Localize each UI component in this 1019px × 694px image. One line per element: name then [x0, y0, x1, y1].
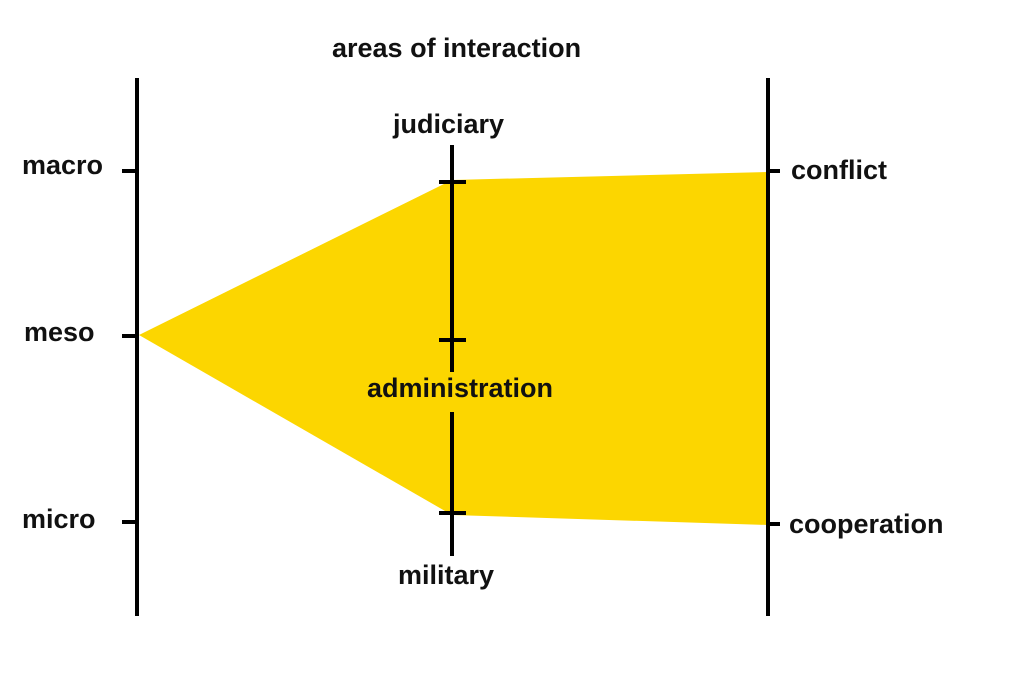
level-label-macro: macro [22, 150, 104, 180]
outcome-label-conflict: conflict [791, 155, 888, 185]
outcome-label-cooperation: cooperation [789, 509, 944, 539]
area-label-military: military [398, 560, 495, 590]
area-label-judiciary: judiciary [393, 109, 505, 139]
area-label-administration: administration [367, 373, 554, 403]
level-label-meso: meso [24, 317, 95, 347]
level-label-micro: micro [22, 504, 96, 534]
diagram-title: areas of interaction [332, 33, 582, 63]
